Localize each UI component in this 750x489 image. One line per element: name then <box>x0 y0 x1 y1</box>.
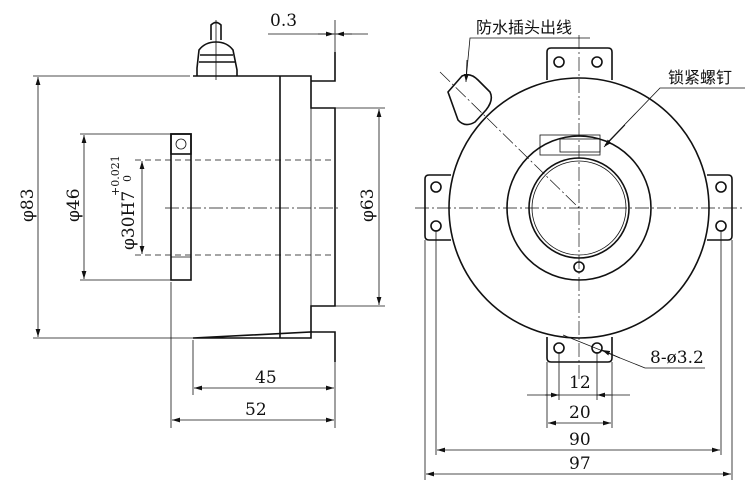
dim-hole-span: 90 <box>569 430 591 450</box>
side-view: 0.3 φ83 φ46 φ30H7 +0.021 0 φ63 45 52 <box>18 11 385 428</box>
label-holes: 8-ø3.2 <box>650 348 704 368</box>
dim-body-len: 45 <box>255 368 277 388</box>
dim-bore-tol-lower: 0 <box>121 175 134 182</box>
tab-bottom <box>546 337 613 363</box>
dim-overall: 97 <box>569 454 591 474</box>
mounting-holes <box>430 56 727 354</box>
lock-screw <box>559 138 601 153</box>
dim-total-len: 52 <box>245 400 267 420</box>
dim-hole-spacing: 12 <box>569 373 591 393</box>
dim-bore: φ30H7 <box>119 191 139 250</box>
collar <box>170 133 192 281</box>
label-lock-screw: 锁紧螺钉 <box>668 68 732 87</box>
connector-front <box>447 73 493 126</box>
tab-top <box>546 47 613 80</box>
dim-outer-dia: φ83 <box>18 188 38 222</box>
label-connector: 防水插头出线 <box>476 18 572 37</box>
connector <box>196 21 238 76</box>
dim-flange-dia: φ46 <box>64 188 84 222</box>
dim-body-dia: φ63 <box>358 188 378 222</box>
tab-left <box>424 174 451 241</box>
side-body-outline <box>192 52 336 362</box>
dim-gap: 0.3 <box>270 11 297 31</box>
dim-bore-tol-upper: +0.021 <box>109 155 122 196</box>
front-view: 防水插头出线 锁紧螺钉 8-ø3.2 12 20 90 97 <box>415 18 745 480</box>
dim-tab-width: 20 <box>569 403 591 423</box>
tab-right <box>707 174 733 241</box>
